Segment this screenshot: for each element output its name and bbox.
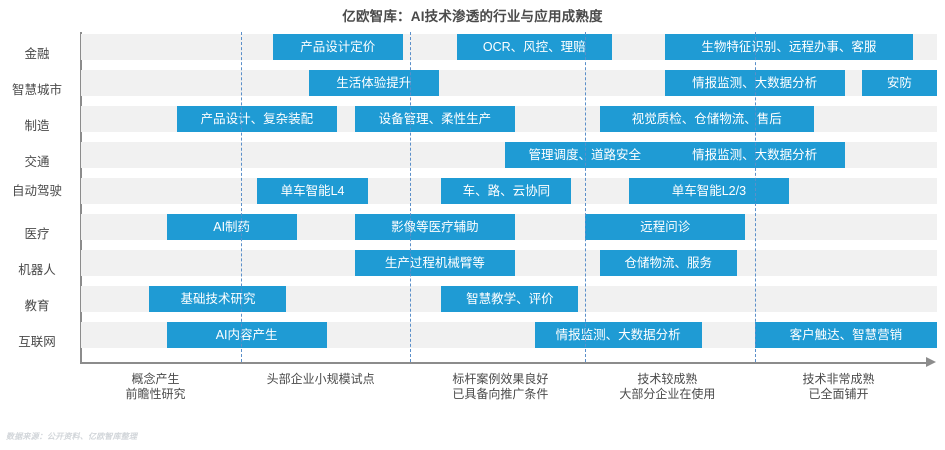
row-label-2: 制造 bbox=[0, 119, 74, 133]
row-label-5: 医疗 bbox=[0, 227, 74, 241]
row-label-line: 交通 bbox=[24, 155, 50, 169]
stage-divider-2 bbox=[585, 32, 587, 362]
row-label-line: 智慧城市 bbox=[11, 83, 62, 97]
page-title: 亿欧智库：AI技术渗透的行业与应用成熟度 bbox=[342, 9, 603, 24]
stage-label-4: 技术非常成熟已全面铺开 bbox=[749, 372, 929, 402]
chart-bar[interactable]: 生产过程机械臂等 bbox=[354, 250, 515, 276]
stage-label-line1: 技术非常成熟 bbox=[802, 372, 875, 386]
stage-divider-3 bbox=[754, 32, 756, 362]
chart-row: 产品设计定价 OCR、风控、理赔 生物特征识别、远程办事、客服 bbox=[81, 32, 937, 68]
chart-row: 单车智能L4 车、路、云协同 单车智能L2/3 bbox=[81, 176, 937, 212]
chart-bar[interactable]: 管理调度、道路安全 bbox=[504, 142, 665, 168]
row-label-4: 自动驾驶 bbox=[0, 184, 74, 198]
chart-bar[interactable]: 智慧教学、评价 bbox=[441, 286, 579, 312]
stage-divider-1 bbox=[409, 32, 411, 362]
x-axis-line bbox=[81, 362, 928, 364]
chart-bar[interactable]: 仓储物流、服务 bbox=[599, 250, 737, 276]
chart-bar[interactable]: 情报监测、大数据分析 bbox=[664, 142, 845, 168]
source-note: 数据来源：公开资料、亿欧智库整理 bbox=[6, 432, 138, 441]
chart-bar[interactable]: 生物特征识别、远程办事、客服 bbox=[664, 34, 914, 60]
chart-bar[interactable]: 产品设计、复杂装配 bbox=[176, 106, 337, 132]
x-axis-arrow-icon bbox=[926, 357, 936, 367]
chart-bar[interactable]: AI制药 bbox=[166, 214, 297, 240]
stage-label-line2: 大部分企业在使用 bbox=[619, 387, 716, 401]
chart-row: 产品设计、复杂装配设备管理、柔性生产 视觉质检、仓储物流、售后 bbox=[81, 104, 937, 140]
stage-label-line1: 头部企业小规模试点 bbox=[266, 372, 375, 386]
stage-label-line2: 前瞻性研究 bbox=[125, 387, 186, 401]
stage-label-line2: 已全面铺开 bbox=[808, 387, 869, 401]
row-label-line: 金融 bbox=[24, 47, 50, 61]
stage-label-line1: 标杆案例效果良好 bbox=[452, 372, 549, 386]
chart-bar[interactable]: 情报监测、大数据分析 bbox=[534, 322, 702, 348]
stage-label-line2: 已具备向推广条件 bbox=[452, 387, 549, 401]
row-label-line: 互联网 bbox=[18, 335, 56, 349]
y-axis-line bbox=[80, 32, 82, 364]
chart-row: AI内容产生 情报监测、大数据分析 客户触达、智慧营销 bbox=[81, 320, 937, 356]
chart-row: 基础技术研究 智慧教学、评价 bbox=[81, 284, 937, 320]
chart-row: AI制药 影像等医疗辅助 远程问诊 bbox=[81, 212, 937, 248]
row-label-line: 驾驶 bbox=[37, 184, 63, 198]
chart-bar[interactable]: 视觉质检、仓储物流、售后 bbox=[599, 106, 814, 132]
chart-bar[interactable]: 安防 bbox=[861, 70, 937, 96]
row-label-8: 互联网 bbox=[0, 335, 74, 349]
chart-bar[interactable]: AI内容产生 bbox=[166, 322, 327, 348]
row-label-line: 机器人 bbox=[18, 263, 56, 277]
chart-bar[interactable]: 单车智能L4 bbox=[257, 178, 368, 204]
row-label-line: 制造 bbox=[24, 119, 50, 133]
row-label-line: 医疗 bbox=[24, 227, 50, 241]
chart-row: 生活体验提升 情报监测、大数据分析安防 bbox=[81, 68, 937, 104]
chart-bar[interactable]: 远程问诊 bbox=[585, 214, 746, 240]
chart-row: 生产过程机械臂等 仓储物流、服务 bbox=[81, 248, 937, 284]
chart-bar[interactable]: 生活体验提升 bbox=[308, 70, 439, 96]
row-label-0: 金融 bbox=[0, 47, 74, 61]
chart-bar[interactable]: 基础技术研究 bbox=[149, 286, 287, 312]
row-label-line: 教育 bbox=[24, 299, 50, 313]
row-label-1: 智慧城市 bbox=[0, 83, 74, 97]
stage-label-line1: 概念产生 bbox=[131, 372, 180, 386]
row-label-6: 机器人 bbox=[0, 263, 74, 277]
chart-bar[interactable]: 情报监测、大数据分析 bbox=[664, 70, 845, 96]
chart-bar[interactable]: 车、路、云协同 bbox=[441, 178, 572, 204]
chart-bar[interactable]: 设备管理、柔性生产 bbox=[354, 106, 515, 132]
chart-bar[interactable]: 影像等医疗辅助 bbox=[354, 214, 515, 240]
row-label-7: 教育 bbox=[0, 299, 74, 313]
chart-row: 管理调度、道路安全情报监测、大数据分析 bbox=[81, 140, 937, 176]
row-label-line: 自动 bbox=[11, 184, 37, 198]
stage-divider-0 bbox=[241, 32, 243, 362]
chart-bar[interactable]: 单车智能L2/3 bbox=[628, 178, 789, 204]
chart-bar[interactable]: 产品设计定价 bbox=[272, 34, 403, 60]
stage-label-3: 技术较成熟大部分企业在使用 bbox=[577, 372, 757, 402]
row-label-3: 交通 bbox=[0, 155, 74, 169]
stage-label-0: 概念产生前瞻性研究 bbox=[65, 372, 245, 402]
stage-label-1: 头部企业小规模试点 bbox=[231, 372, 411, 387]
stage-label-2: 标杆案例效果良好已具备向推广条件 bbox=[410, 372, 590, 402]
chart-bar[interactable]: 客户触达、智慧营销 bbox=[754, 322, 937, 348]
stage-label-line1: 技术较成熟 bbox=[637, 372, 698, 386]
chart-bar[interactable]: OCR、风控、理赔 bbox=[456, 34, 612, 60]
